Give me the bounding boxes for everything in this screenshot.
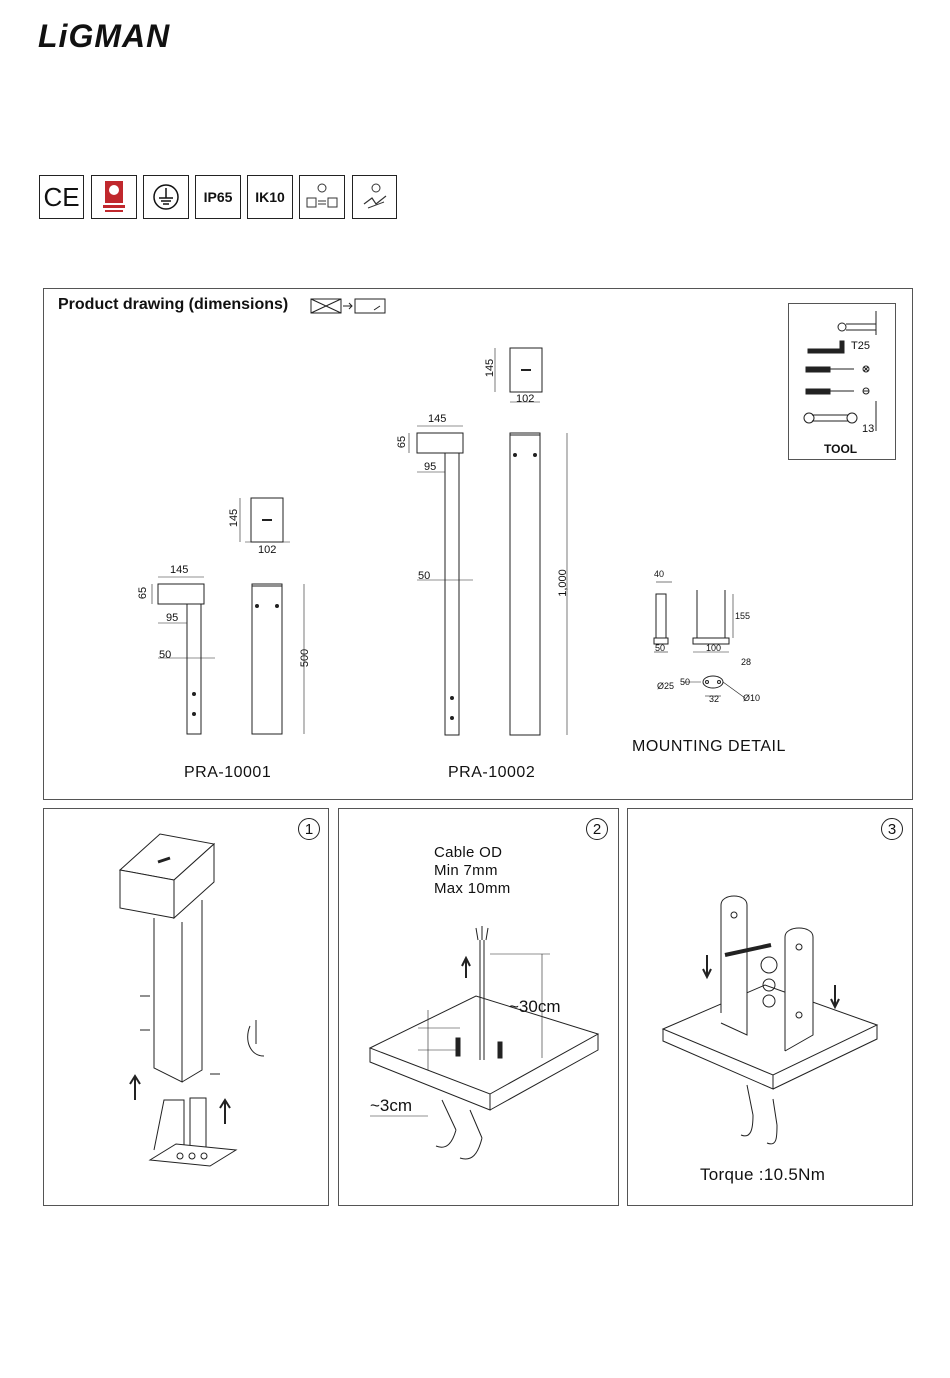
mount-dim-50: 50 — [655, 643, 665, 653]
model-b-top-width: 102 — [516, 393, 534, 405]
cable-spec: Cable OD Min 7mm Max 10mm — [434, 844, 511, 898]
model-b-drawing — [395, 340, 595, 745]
cable-od-label: Cable OD — [434, 844, 511, 862]
mounting-detail-title: MOUNTING DETAIL — [632, 738, 786, 756]
tool-title: TOOL — [824, 442, 857, 456]
model-b-head-width: 145 — [428, 413, 446, 425]
step-3-illustration — [655, 885, 885, 1145]
torque-label: Torque :10.5Nm — [700, 1165, 825, 1185]
model-b-post: 50 — [418, 570, 430, 582]
model-b-top-depth: 145 — [484, 359, 496, 377]
cable-min-label: Min 7mm — [434, 862, 511, 880]
earth-ground-icon — [143, 175, 189, 219]
brand-logo: LiGMAN — [38, 18, 170, 55]
model-a-height: 500 — [299, 649, 311, 667]
embed-depth-label: ~3cm — [370, 1096, 412, 1116]
model-b-offset: 95 — [424, 461, 436, 473]
installer-icon — [299, 175, 345, 219]
model-b-name: PRA-10002 — [448, 764, 535, 782]
mount-dim-d10: Ø10 — [743, 693, 760, 703]
model-a-top-depth: 145 — [228, 509, 240, 527]
model-a-head-height: 65 — [137, 587, 149, 599]
model-a-top-width: 102 — [258, 544, 276, 556]
mount-dim-d25: Ø25 — [657, 681, 674, 691]
cable-height-label: ~30cm — [509, 997, 561, 1017]
model-a-drawing — [130, 490, 330, 740]
mount-dim-100: 100 — [706, 643, 721, 653]
step-2-number: 2 — [586, 818, 608, 840]
step-1-illustration — [110, 830, 290, 1190]
mount-dim-40: 40 — [654, 569, 664, 579]
mount-dim-50b: 50 — [680, 677, 690, 687]
ce-mark-icon: CE — [39, 175, 84, 219]
ik-rating-icon: IK10 — [247, 175, 293, 219]
wrench-size-label: 13 — [862, 423, 874, 435]
model-a-offset: 95 — [166, 612, 178, 624]
mounting-detail-drawing — [635, 570, 775, 710]
product-drawing-title: Product drawing (dimensions) — [58, 296, 288, 314]
cable-max-label: Max 10mm — [434, 880, 511, 898]
mount-dim-28: 28 — [741, 657, 751, 667]
model-a-head-width: 145 — [170, 564, 188, 576]
tool-diagram — [790, 305, 894, 440]
step-1-number: 1 — [298, 818, 320, 840]
model-b-head-height: 65 — [396, 436, 408, 448]
model-a-name: PRA-10001 — [184, 764, 271, 782]
model-b-height: 1,000 — [557, 569, 569, 597]
mount-dim-155: 155 — [735, 611, 750, 621]
model-a-post: 50 — [159, 649, 171, 661]
mount-dim-32: 32 — [709, 694, 719, 704]
torx-size-label: T25 — [851, 340, 870, 352]
ip-rating-icon: IP65 — [195, 175, 241, 219]
step-2-illustration — [350, 910, 610, 1170]
no-replace-icon — [310, 297, 390, 317]
saa-approval-icon — [91, 175, 137, 219]
recycle-icon — [352, 175, 397, 219]
step-3-number: 3 — [881, 818, 903, 840]
